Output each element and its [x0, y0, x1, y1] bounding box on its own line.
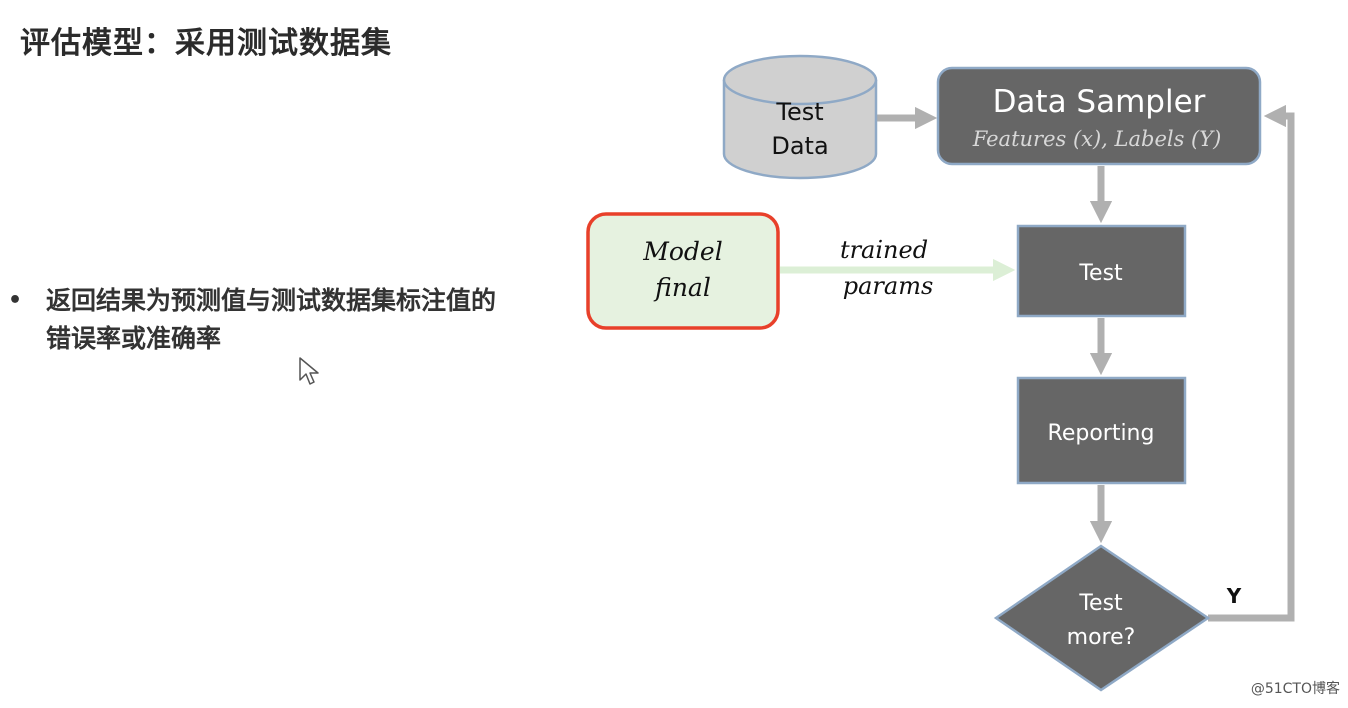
reporting-box-label: Reporting	[1048, 421, 1155, 446]
data-sampler-title: Data Sampler	[993, 84, 1206, 120]
model-final-line1: Model	[642, 237, 722, 266]
test-data-label-line2: Data	[771, 132, 828, 160]
bullet-marker: •	[8, 288, 23, 313]
test-data-label-line1: Test	[775, 98, 823, 126]
test-box-label: Test	[1078, 261, 1123, 286]
test-more-decision: Test more?	[993, 544, 1211, 692]
page-title: 评估模型：采用测试数据集	[20, 26, 392, 61]
reporting-box: Reporting	[1016, 376, 1187, 485]
model-final-line2: final	[653, 273, 711, 302]
yes-label: Y	[1226, 584, 1242, 608]
trained-params-line2: params	[843, 272, 934, 300]
bullet-text: 返回结果为预测值与测试数据集标注值的错误率或准确率	[46, 286, 497, 353]
data-sampler-box: Data Sampler Features (x), Labels (Y)	[936, 66, 1262, 166]
decision-line1: Test	[1078, 591, 1123, 616]
mouse-cursor-icon	[299, 357, 319, 385]
decision-line2: more?	[1067, 625, 1136, 650]
arrow-loop-back	[1208, 104, 1295, 622]
watermark: @51CTO博客	[1250, 681, 1340, 697]
trained-params-line1: trained	[840, 236, 928, 264]
data-sampler-subtitle: Features (x), Labels (Y)	[972, 127, 1222, 151]
model-final-box: Model final	[586, 212, 780, 330]
test-box: Test	[1016, 224, 1187, 318]
test-data-cylinder: Test Data	[722, 54, 878, 180]
